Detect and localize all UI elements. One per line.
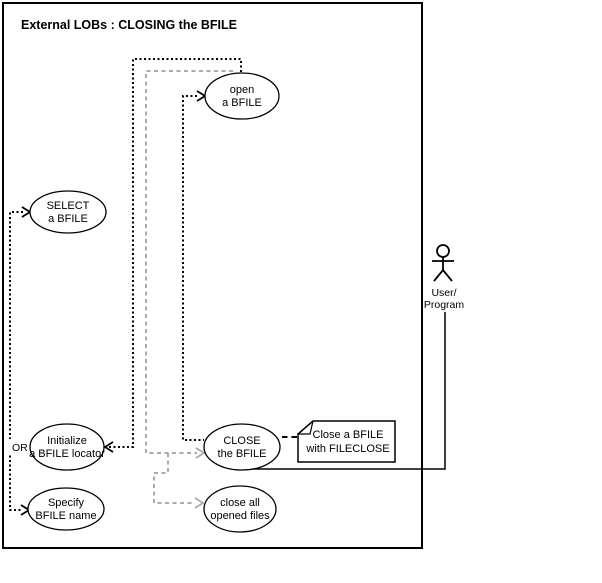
note-label-line2: with FILECLOSE xyxy=(305,443,389,455)
or-label: OR xyxy=(12,442,28,454)
arrowhead-into-initialize-icon xyxy=(103,441,114,453)
actor-user-program: User/ Program xyxy=(424,244,465,311)
actor-head-icon xyxy=(436,244,450,258)
open-a-bfile-label-line1: open xyxy=(230,84,254,96)
system-boundary-box xyxy=(2,2,423,549)
select-a-bfile-label-line2: a BFILE xyxy=(48,213,88,225)
connector-open-to-initialize xyxy=(109,58,242,448)
close-all-opened-files-label-line2: opened files xyxy=(210,510,270,522)
close-all-opened-files-ellipse xyxy=(203,485,277,533)
diagram-title: External LOBs : CLOSING the BFILE xyxy=(21,18,237,32)
usecase-close-all-opened-files: close all opened files xyxy=(203,485,277,533)
specify-bfile-name-ellipse xyxy=(27,487,105,531)
connector-actor-to-close xyxy=(239,312,446,470)
select-a-bfile-label-line1: SELECT xyxy=(47,200,90,212)
usecase-select-a-bfile: SELECT a BFILE xyxy=(29,190,107,234)
usecase-initialize-a-bfile-locator: Initialize a BFILE locator xyxy=(29,423,105,471)
connector-open-to-close-gray xyxy=(145,70,233,454)
close-all-opened-files-label-line1: close all xyxy=(220,497,260,509)
arrowhead-into-closeall-gray-icon xyxy=(194,497,205,509)
close-the-bfile-label-line2: the BFILE xyxy=(218,448,267,460)
initialize-a-bfile-locator-label-line1: Initialize xyxy=(47,435,87,447)
note-label-line1: Close a BFILE xyxy=(313,429,384,441)
select-a-bfile-ellipse xyxy=(29,190,107,234)
or-label-background xyxy=(9,439,32,454)
arrowhead-into-open-icon xyxy=(196,90,207,102)
connector-open-to-closeall-gray xyxy=(153,453,195,504)
connector-close-to-open xyxy=(182,95,204,441)
actor-legs-icon xyxy=(433,268,453,282)
actor-label-line1: User/ xyxy=(431,287,456,299)
initialize-a-bfile-locator-ellipse xyxy=(29,423,105,471)
note-folded-corner-icon xyxy=(298,420,314,435)
note-box xyxy=(297,420,396,463)
specify-bfile-name-label-line2: BFILE name xyxy=(35,510,96,522)
usecase-close-the-bfile: CLOSE the BFILE xyxy=(203,423,281,471)
note-close-with-fileclose: Close a BFILE with FILECLOSE xyxy=(297,420,396,463)
close-the-bfile-label-line1: CLOSE xyxy=(223,435,260,447)
actor-label-line2: Program xyxy=(424,299,465,311)
open-a-bfile-label-line2: a BFILE xyxy=(222,97,262,109)
connector-or-chain xyxy=(9,211,23,511)
specify-bfile-name-label-line1: Specify xyxy=(48,497,85,509)
close-the-bfile-ellipse xyxy=(203,423,281,471)
arrowhead-into-close-gray-icon xyxy=(195,447,206,459)
open-a-bfile-ellipse xyxy=(204,72,280,120)
initialize-a-bfile-locator-label-line2: a BFILE locator xyxy=(29,448,105,460)
arrowhead-into-select-icon xyxy=(21,206,32,218)
usecase-specify-bfile-name: Specify BFILE name xyxy=(27,487,105,531)
usecase-open-a-bfile: open a BFILE xyxy=(204,72,280,120)
